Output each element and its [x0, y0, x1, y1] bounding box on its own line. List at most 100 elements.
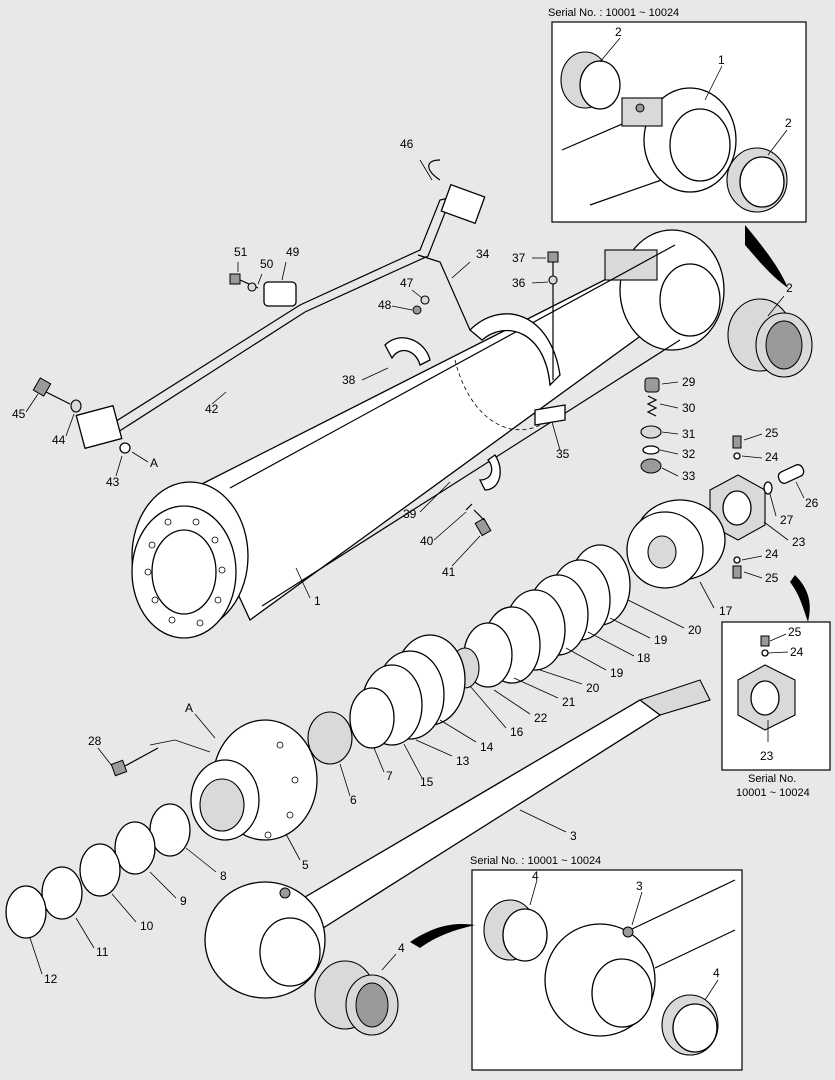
callout: 2 — [785, 116, 792, 130]
marker-a: A — [185, 701, 193, 715]
right-inset-caption-2: 10001 ~ 10024 — [736, 787, 810, 799]
callout-leader — [531, 281, 549, 284]
inset-bushing-right-face — [672, 1003, 718, 1053]
oring-43 — [119, 442, 131, 454]
callout-label: 23 — [792, 535, 806, 549]
callout-label: 28 — [88, 734, 102, 748]
callout-leader — [257, 273, 263, 285]
callout-leader — [699, 581, 715, 609]
callout: 3 — [636, 879, 643, 893]
callout-label: 39 — [403, 507, 417, 521]
pipe-flange-43 — [75, 404, 123, 450]
callout: 4 — [532, 869, 539, 883]
plug-29 — [644, 377, 660, 393]
callout-leader — [451, 261, 471, 279]
port-block — [621, 97, 663, 127]
callout-label: 15 — [420, 775, 434, 789]
bushing-2 — [727, 298, 813, 378]
callout-leader — [185, 847, 217, 873]
callout-label: 20 — [688, 623, 702, 637]
arrow-right-inset — [790, 575, 810, 622]
callout-leader — [391, 305, 413, 311]
right-inset: 25 24 23 Serial No. 10001 ~ 10024 — [721, 621, 831, 799]
callout-label: 14 — [480, 740, 494, 754]
callout-label: 7 — [386, 769, 393, 783]
callout-label: 2 — [786, 281, 793, 295]
callout-label: 1 — [314, 594, 321, 608]
inset-ball-24 — [761, 649, 769, 657]
piston-rod — [204, 679, 711, 999]
callout-label: 4 — [398, 941, 405, 955]
callout-label: 8 — [220, 869, 227, 883]
callout-label: 35 — [556, 447, 570, 461]
head-seals — [5, 803, 191, 939]
callout-leader — [493, 689, 531, 715]
washer-36 — [548, 275, 558, 285]
spring-30 — [646, 395, 658, 417]
callout-leader — [609, 617, 651, 639]
callout-leader — [539, 669, 583, 685]
callout-leader — [361, 367, 389, 381]
bracket-35 — [534, 404, 566, 426]
band-hidden — [454, 359, 541, 431]
callout-leader — [469, 685, 507, 729]
bracket-34 — [417, 254, 471, 331]
callout-label: 46 — [400, 137, 414, 151]
clamp-block — [263, 281, 297, 307]
top-inset: Serial No. : 10001 ~ 10024 2 1 2 — [548, 7, 807, 223]
callout-label: 48 — [378, 298, 392, 312]
callout-label: 13 — [456, 754, 470, 768]
rod-eye-bore — [669, 108, 731, 182]
callout-label: 19 — [610, 666, 624, 680]
washer-50 — [247, 282, 257, 292]
inset-screw-25 — [760, 635, 770, 647]
callout-leader — [661, 381, 679, 385]
callout-label: 45 — [12, 407, 26, 421]
callout-leader — [659, 449, 679, 455]
callout-label: 30 — [682, 401, 696, 415]
cylinder-tube — [131, 229, 725, 639]
pin-26 — [777, 464, 805, 484]
pipe-assembly — [75, 159, 486, 454]
callout-leader — [769, 493, 777, 517]
callout-leader — [373, 747, 385, 773]
flange-bolt-holes — [144, 518, 226, 627]
seal-9 — [114, 821, 156, 875]
callout-label: 16 — [510, 725, 524, 739]
callout-label: 12 — [44, 972, 58, 986]
callout-leader — [587, 631, 635, 657]
callout-leader — [415, 739, 453, 757]
callout-leader — [97, 747, 113, 767]
right-inset-caption-1: Serial No. — [748, 773, 796, 785]
callout-leader — [627, 599, 685, 629]
bolt-51 — [229, 273, 241, 285]
callout-label: 40 — [420, 534, 434, 548]
band-39 — [478, 454, 501, 491]
callout-leader — [419, 159, 433, 181]
inset-grease-nipple — [622, 926, 634, 938]
callout-label: 6 — [350, 793, 357, 807]
check-valve — [640, 377, 662, 474]
seat-31 — [640, 425, 662, 439]
nut-48 — [412, 305, 422, 315]
callout-label: 22 — [534, 711, 548, 725]
seal-11 — [41, 866, 83, 920]
tube-eye-bore — [659, 263, 721, 337]
callout: 24 — [790, 645, 804, 659]
callout-label: 31 — [682, 427, 696, 441]
callout-label: 29 — [682, 375, 696, 389]
callout-label: 33 — [682, 469, 696, 483]
washer-47 — [420, 295, 430, 305]
ring-7 — [349, 687, 395, 749]
set-screw-25 — [732, 435, 742, 449]
clamp-49 — [229, 273, 297, 307]
bushing-2-bore — [765, 320, 803, 370]
callout-label: 47 — [400, 276, 414, 290]
bolt-41 — [465, 503, 492, 537]
seal-8 — [149, 803, 191, 857]
rod-thread — [638, 679, 711, 716]
ball-24b — [733, 556, 741, 564]
callout-leader — [211, 391, 227, 405]
callout-leader — [551, 421, 561, 451]
